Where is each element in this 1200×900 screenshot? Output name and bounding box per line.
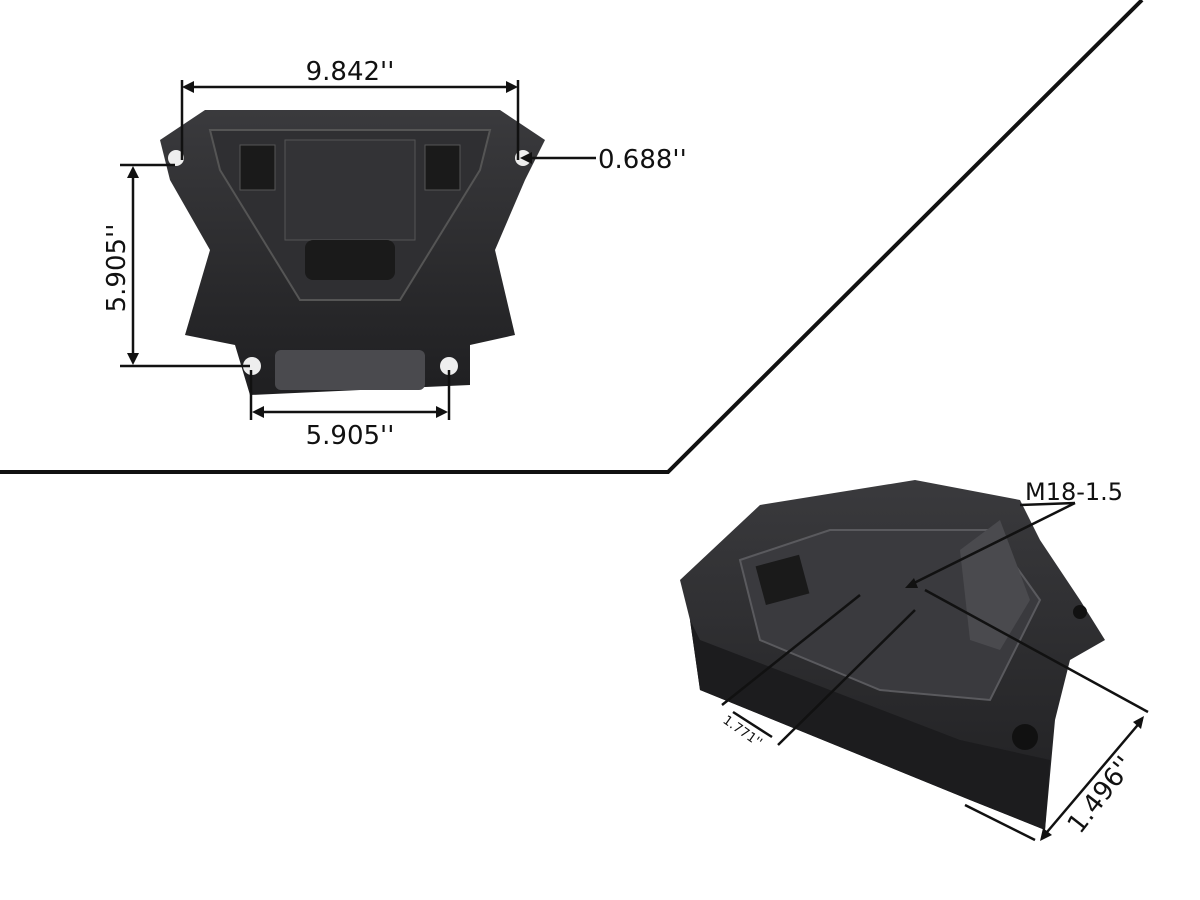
- mount-top-view-photo: [160, 110, 545, 395]
- dim-bottom-hole-spacing: 5.905'': [306, 421, 395, 451]
- arrowheads: [127, 81, 1144, 841]
- dim-offset-right: 1.496'': [1062, 751, 1140, 839]
- dim-hole-diameter: 0.688'': [598, 145, 687, 175]
- dim-height: 5.905'': [102, 224, 132, 313]
- divider-line: [0, 0, 1144, 474]
- dimension-lines: [120, 80, 1149, 842]
- dim-top-width: 9.842'': [306, 57, 395, 87]
- dim-thread: M18-1.5: [1025, 478, 1123, 506]
